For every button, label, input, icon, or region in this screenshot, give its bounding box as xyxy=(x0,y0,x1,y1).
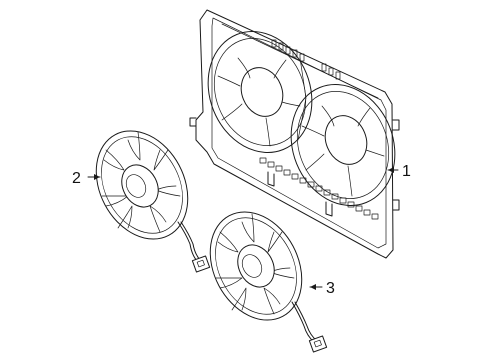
callout-label-2: 2 xyxy=(72,170,81,187)
callout-3: 3 xyxy=(309,280,335,297)
fan-shroud xyxy=(189,9,400,259)
callout-label-1: 1 xyxy=(402,163,411,180)
callout-2: 2 xyxy=(72,170,101,187)
fan-assembly-2 xyxy=(95,130,211,273)
callout-1: 1 xyxy=(387,163,411,180)
fan-assembly-3 xyxy=(209,211,328,353)
callout-label-3: 3 xyxy=(326,280,335,297)
